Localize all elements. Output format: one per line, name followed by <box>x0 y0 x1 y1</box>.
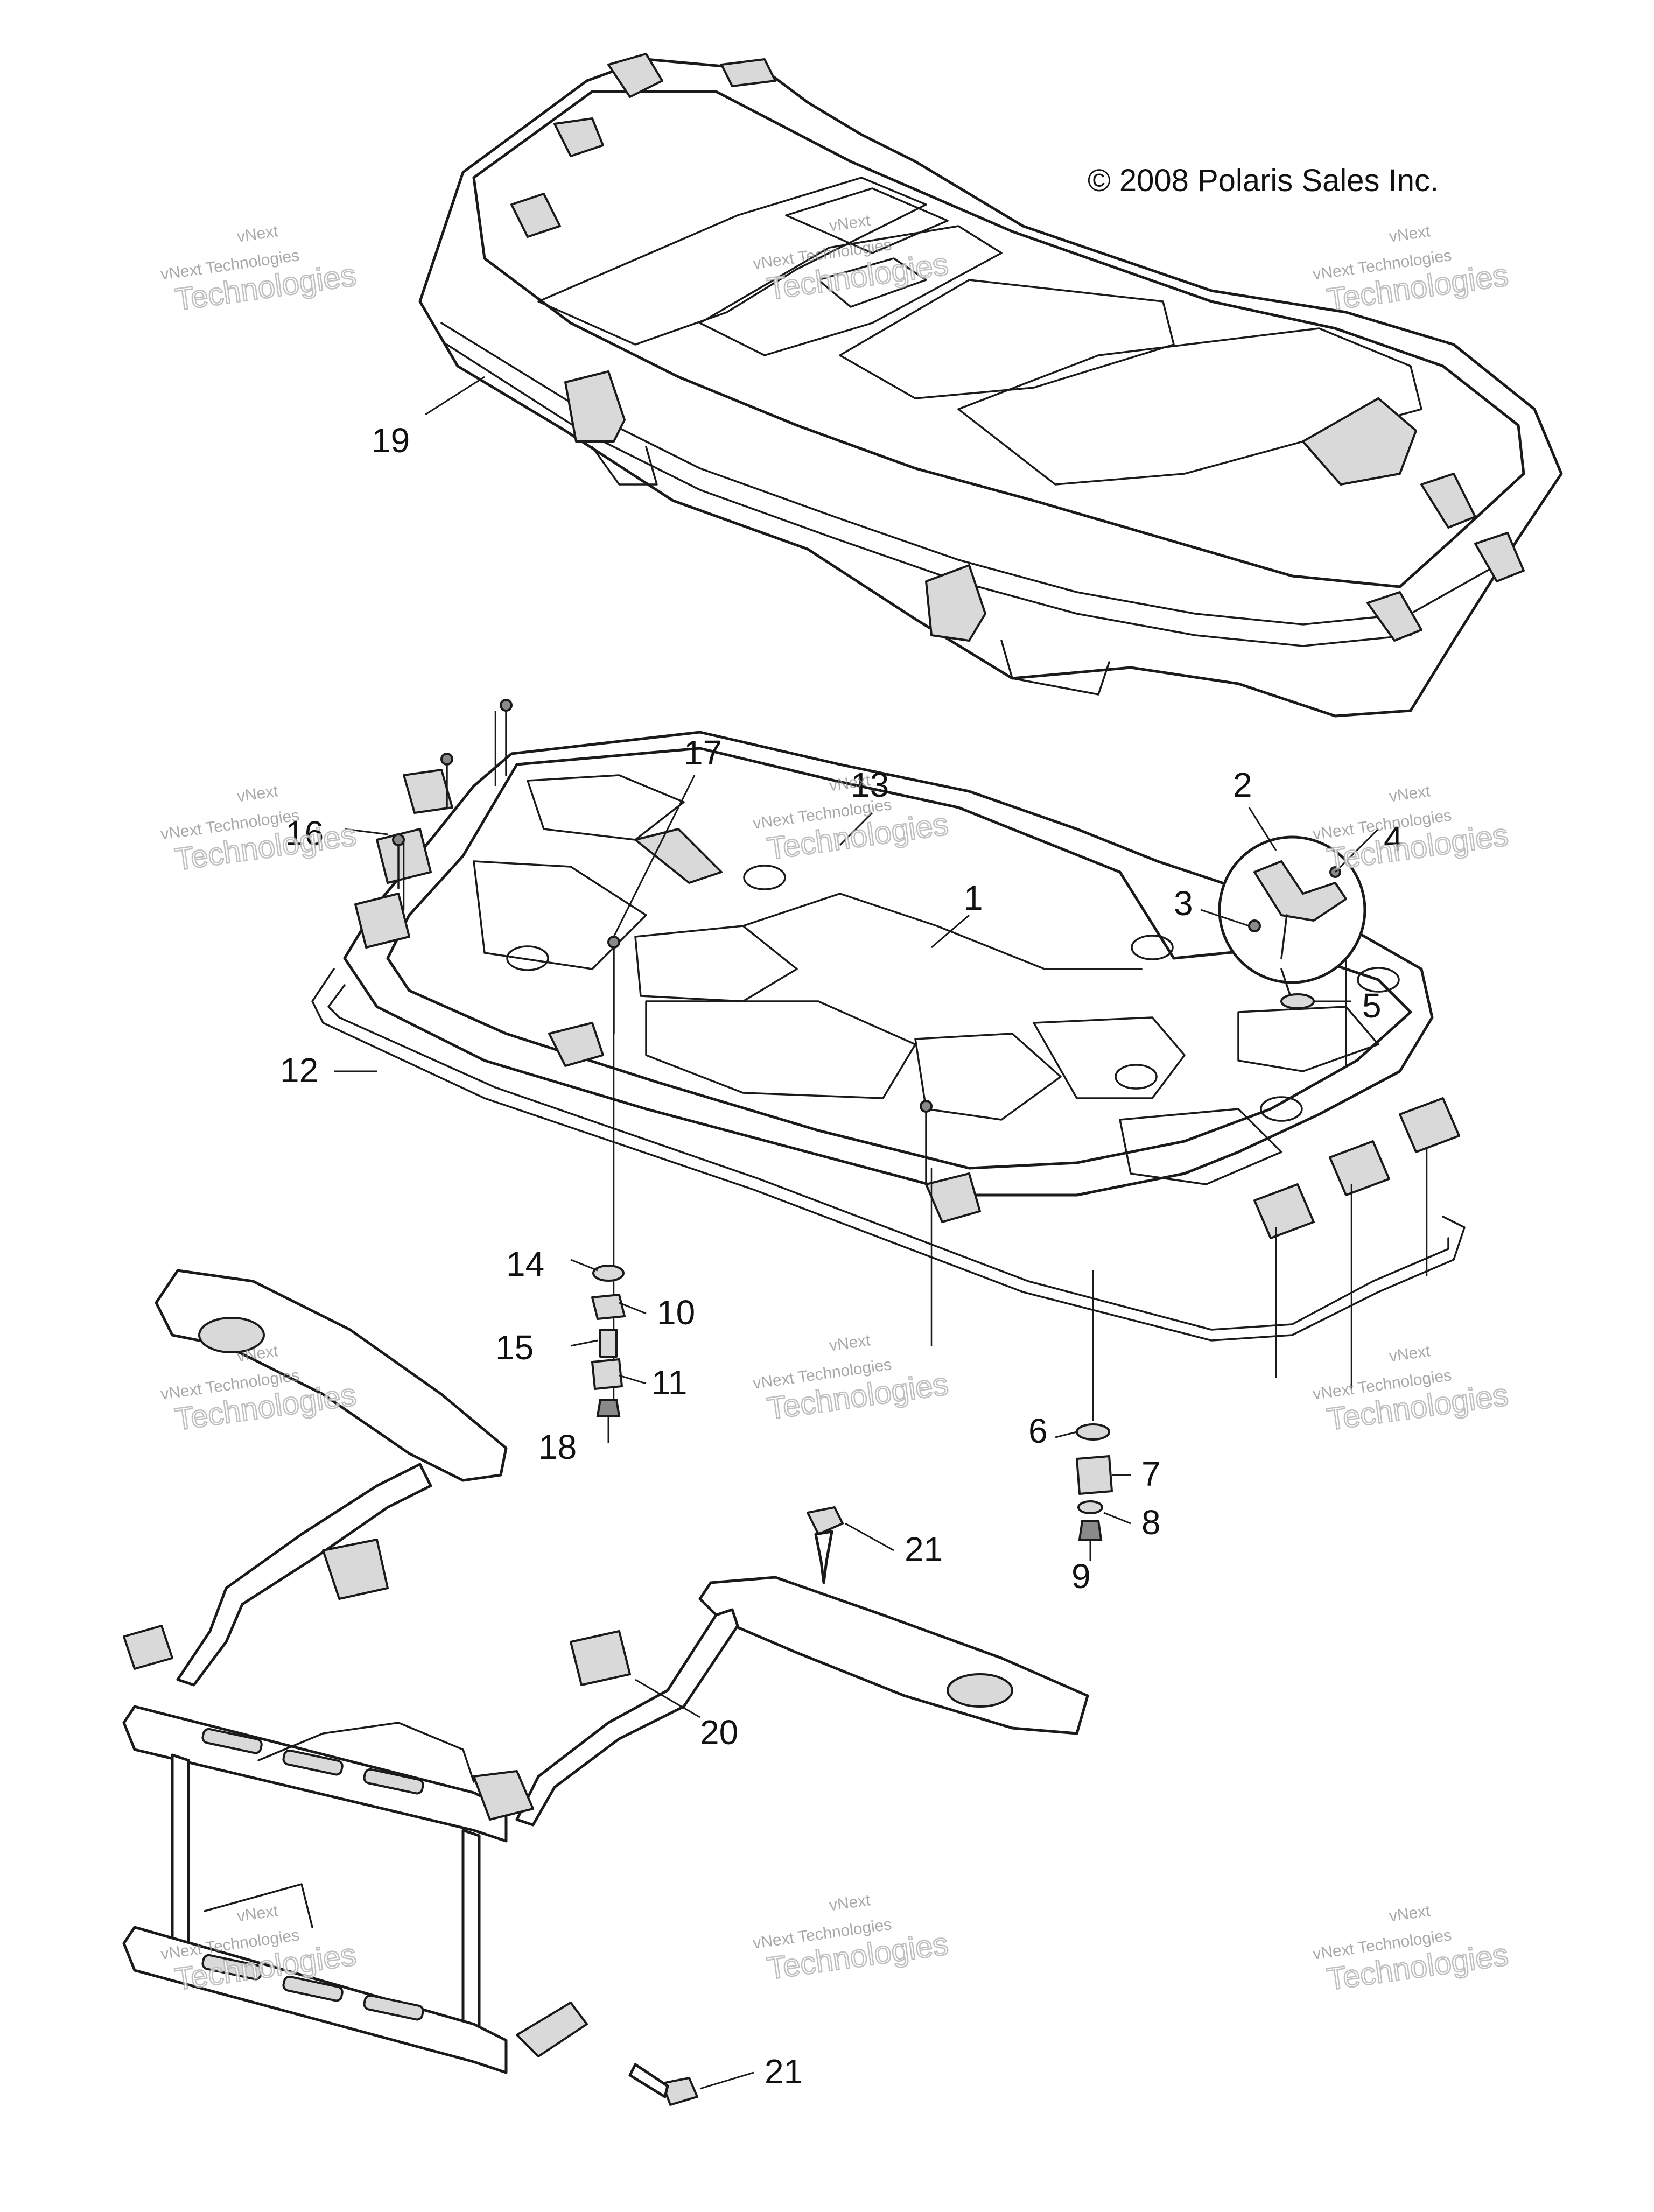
watermark-2: vNext vNext Technologies Technologies <box>752 212 951 307</box>
svg-text:vNext: vNext <box>1388 1342 1432 1365</box>
rack-cover-part-19 <box>418 53 1563 718</box>
callout-7: 7 <box>1141 1455 1161 1493</box>
watermark-9: vNext vNext Technologies Technologies <box>1312 1342 1511 1438</box>
svg-text:vNext: vNext <box>1388 1902 1432 1925</box>
bolt-part-21-lower <box>628 2063 698 2106</box>
callout-15: 15 <box>495 1328 534 1367</box>
callout-16: 16 <box>285 814 324 853</box>
callout-21-upper: 21 <box>905 1530 943 1569</box>
callout-17: 17 <box>684 733 722 772</box>
watermark-4: vNext vNext Technologies Technologies <box>159 782 359 878</box>
callout-6: 6 <box>1028 1412 1048 1450</box>
backrest-frame-part-20 <box>122 1269 1089 2074</box>
rack-part-1 <box>343 731 1460 1239</box>
rack-screws-part-16 <box>392 699 933 1185</box>
rack-frame-part-12 <box>311 968 1466 1342</box>
callout-leaders <box>334 376 1379 2090</box>
strap-part-17 <box>634 828 723 884</box>
svg-text:vNext: vNext <box>1388 782 1432 805</box>
bolt-part-21-upper <box>807 1506 844 1584</box>
watermark-6: vNext vNext Technologies Technologies <box>1312 782 1511 878</box>
callout-numbers: 19 17 13 16 2 4 3 1 5 12 14 10 15 11 18 … <box>280 421 1403 2091</box>
latch-detail-bubble <box>1218 835 1366 1009</box>
callout-5: 5 <box>1362 986 1382 1025</box>
svg-text:vNext: vNext <box>236 222 279 245</box>
svg-text:vNext: vNext <box>236 782 279 805</box>
callout-11: 11 <box>651 1363 687 1402</box>
callout-2: 2 <box>1233 766 1252 804</box>
callout-13: 13 <box>851 766 889 804</box>
watermark-1: vNext vNext Technologies Technologies <box>159 222 359 318</box>
callout-4: 4 <box>1384 819 1403 858</box>
callout-18: 18 <box>538 1428 577 1466</box>
callout-19: 19 <box>372 421 410 460</box>
callout-1: 1 <box>964 879 983 917</box>
svg-text:vNext: vNext <box>828 1331 872 1354</box>
watermark-3: vNext vNext Technologies Technologies <box>1312 222 1511 318</box>
hardware-stack-right <box>1076 1423 1113 1541</box>
callout-20: 20 <box>700 1713 738 1752</box>
svg-text:vNext: vNext <box>1388 222 1432 245</box>
svg-text:vNext: vNext <box>828 1891 872 1914</box>
callout-14: 14 <box>506 1245 544 1283</box>
callout-21-lower: 21 <box>765 2052 803 2091</box>
hardware-stack-left <box>591 1265 626 1417</box>
callout-9: 9 <box>1071 1557 1091 1596</box>
callout-3: 3 <box>1174 884 1193 923</box>
callout-8: 8 <box>1141 1503 1161 1542</box>
watermark-12: vNext vNext Technologies Technologies <box>1312 1902 1511 1998</box>
watermark-8: vNext vNext Technologies Technologies <box>752 1331 951 1427</box>
watermark-11: vNext vNext Technologies Technologies <box>752 1891 951 1987</box>
callout-10: 10 <box>657 1293 695 1332</box>
svg-text:vNext: vNext <box>236 1902 279 1925</box>
callout-12: 12 <box>280 1051 318 1090</box>
copyright-notice: © 2008 Polaris Sales Inc. <box>1088 163 1439 198</box>
